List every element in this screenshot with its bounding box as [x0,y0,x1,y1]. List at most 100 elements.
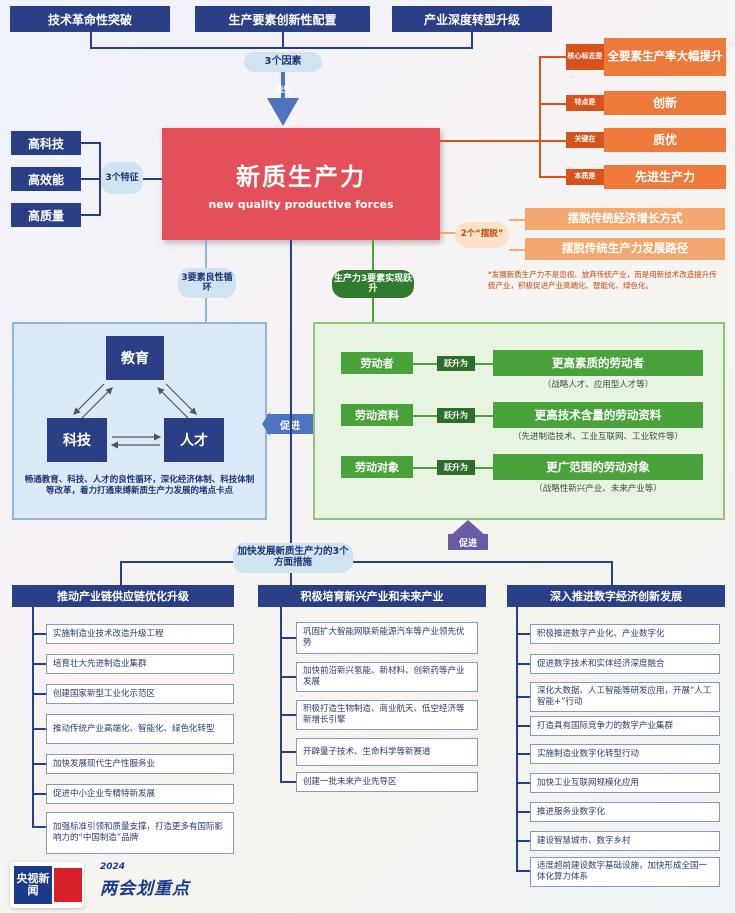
connector [372,240,374,272]
connector [413,363,437,365]
column-2-item: 加快前沿新兴氢能、新材料、创新药等产业发展 [296,662,478,692]
column-3-item: 深化大数据、人工智能等研发应用，开展“人工智能+”行动 [530,682,720,712]
center-subtitle: new quality productive forces [208,198,394,211]
leap-note-1: （战略人才、应用型人才等） [542,380,654,390]
factor-label: 3个因素 [244,52,322,72]
connector [280,714,296,716]
leap-label: 生产力3要素实现跃升 [332,270,414,298]
cycle-label: 3要素良性循环 [178,268,236,298]
cuisheng-label: 催生 [275,85,291,94]
connector [516,782,530,784]
cycle-node-education: 教育 [106,336,164,380]
logo-year: 2024 [100,862,126,872]
connector [32,826,46,828]
column-1-item: 创建国家新型工业化示范区 [46,684,234,704]
logo-brand: 两会划重点 [100,879,190,899]
connector [205,298,207,322]
connector [32,633,46,635]
column-1-item: 实施制造业技术改造升级工程 [46,624,234,644]
right-tag-4: 本质是 [566,169,604,185]
cujin-up-arrow: 促进 [448,534,488,550]
column-3-title: 深入推进数字经济创新发展 [507,585,725,607]
connector [516,753,530,755]
cycle-desc: 畅通教育、科技、人才的良性循环，深化经济体制、科技体制等改革，着力打通束缚新质生… [24,475,255,497]
factor-box-3: 产业深度转型升级 [392,6,552,32]
column-1-item: 培育壮大先进制造业集群 [46,654,234,674]
column-3-item: 建设智慧城市、数字乡村 [530,831,720,851]
connector [32,693,46,695]
center-title: 新质生产力 [236,163,366,191]
connector [372,298,374,322]
connector [516,840,530,842]
leap-note-2: （先进制造技术、工业互联网、工业软件等） [512,432,683,442]
column-2-title: 积极培育新兴产业和未来产业 [258,585,486,607]
connector [516,607,518,871]
measures-label: 加快发展新质生产力的3个方面措施 [233,543,353,573]
connector [516,811,530,813]
connector [516,725,530,727]
connector [282,32,284,48]
connector [205,240,207,270]
leap-from-3: 劳动对象 [341,456,413,478]
connector [353,561,613,563]
arrow-left-icon [262,412,270,436]
feature-box-2: 高效能 [11,167,81,191]
right-item-3: 质优 [604,128,726,152]
cctv-logo-text: 央视新闻 [14,866,52,904]
connector [611,561,613,585]
column-3-item: 适度超前建设数字基础设施，加快形成全国一体化算力体系 [530,857,720,887]
right-tag-3: 关键在 [566,132,604,148]
feature-box-3: 高质量 [11,203,81,227]
connector [32,663,46,665]
column-2-item: 积极打造生物制造、商业航天、低空经济等新增长引擎 [296,700,478,730]
arrow-down-icon [267,98,299,126]
leap-to-1: 更高素质的劳动者 [493,350,703,376]
right-tag-2: 特点是 [566,95,604,111]
connector [120,561,233,563]
leap-to-3: 更广范围的劳动对象 [493,454,703,480]
column-1-item: 加快发展现代生产性服务业 [46,754,234,774]
leap-from-1: 劳动者 [341,352,413,374]
connector [99,142,101,216]
connector [32,607,34,827]
connector [539,56,566,58]
factor-box-2: 生产要素创新性配置 [195,6,370,32]
connector [290,240,292,543]
connector [281,72,285,100]
arrow-up-icon [450,520,486,536]
right-item-1: 全要素生产率大幅提升 [604,38,726,76]
connector [81,178,101,180]
cycle-node-tech: 科技 [47,418,107,462]
connector [413,415,437,417]
connector [475,467,493,469]
baituo-label: 2个“摆脱” [455,222,509,248]
features-label: 3个特征 [101,162,143,194]
column-3-item: 打造具有国际竞争力的数字产业集群 [530,716,720,736]
baituo-item-2: 摆脱传统生产力发展路径 [525,238,725,260]
leap-note-3: （战略性新兴产业、未来产业等） [534,484,662,494]
connector [475,415,493,417]
cycle-node-talent: 人才 [164,418,224,462]
connector [280,751,296,753]
connector [90,47,473,49]
column-3-item: 加快工业互联网规模化应用 [530,773,720,793]
feature-box-1: 高科技 [11,131,81,155]
connector [32,793,46,795]
connector [90,32,92,48]
cctv-logo-mark [54,868,82,902]
connector [471,32,473,48]
connector [280,607,282,782]
connector [32,728,46,730]
column-2-item: 开辟量子技术、生命科学等新赛道 [296,738,478,766]
connector [516,633,530,635]
baituo-item-1: 摆脱传统经济增长方式 [525,208,725,230]
connector [81,214,101,216]
factor-box-1: 技术革命性突破 [10,6,170,32]
right-item-2: 创新 [604,91,726,115]
connector [539,103,566,105]
column-2-item: 巩固扩大智能网联新能源汽车等产业领先优势 [296,622,478,654]
connector [440,140,540,142]
connector [516,870,530,872]
column-3-item: 实施制造业数字化转型行动 [530,744,720,764]
column-1-item: 推动传统产业高端化、智能化、绿色化转型 [46,714,234,744]
